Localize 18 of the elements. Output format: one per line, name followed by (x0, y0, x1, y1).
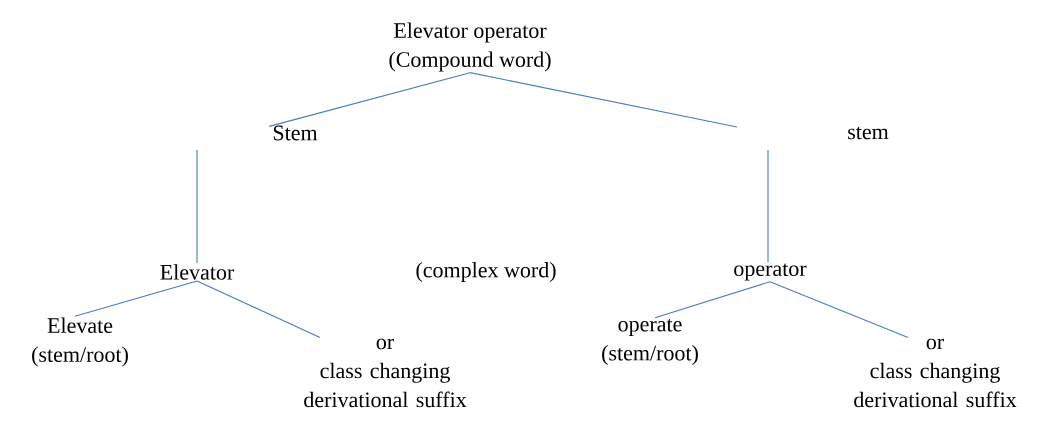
tree-branch-line (769, 281, 909, 339)
tree-branch-line (654, 281, 771, 319)
tree-branch-line (196, 149, 198, 264)
tree-branch-line (469, 72, 738, 128)
tree-node-text: Elevator (160, 264, 235, 280)
tree-node-text: or class changing derivational suffix (854, 338, 1017, 408)
tree-node-text: operator (734, 263, 807, 281)
tree-node-text: Stem (273, 125, 318, 141)
tree-node-text: Elevate (stem/root) (32, 317, 128, 367)
tree-node-text: or class changing derivational suffix (304, 338, 467, 408)
tree-branch-line (74, 280, 198, 317)
tree-node-text: Elevator operator (Compound word) (389, 22, 551, 72)
tree-branch-line (196, 280, 321, 339)
tree-branch-line (268, 72, 471, 127)
label-text: (complex word) (416, 262, 556, 282)
tree-node-text: stem (848, 126, 889, 140)
tree-branch-line (767, 149, 769, 263)
tree-node-text: operate (stem/root) (602, 318, 698, 366)
